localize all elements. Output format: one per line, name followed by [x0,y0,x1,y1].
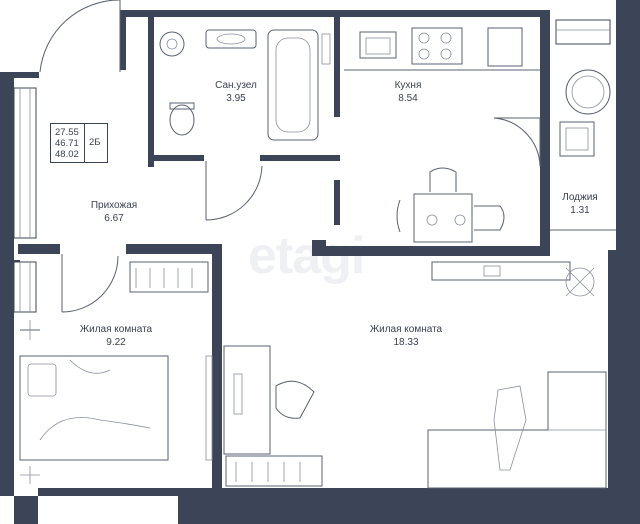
room-label-hallway: Прихожая 6.67 [72,199,156,225]
bathroom-fixtures [159,29,331,141]
room-label-kitchen: Кухня 8.54 [368,79,448,105]
summary-divider [84,124,85,162]
wall-bath-bottom-a [148,155,204,161]
full-area-total: 48.02 [55,149,79,160]
wall-bath-bottom-b [260,155,340,161]
wall-top-left [14,72,39,78]
wall-left-outer [0,72,14,496]
wall-top [120,10,550,17]
room-area: 8.54 [398,93,418,104]
room-name: Жилая комната [369,324,443,335]
room-area: 9.22 [106,337,126,348]
room-area: 6.67 [104,213,124,224]
doors [39,0,541,313]
apartment-type: 2Б [89,137,101,148]
wall-bottom-bedroom [38,488,178,496]
wall-kitchen-left-low [334,180,340,225]
wall-bath-left [148,17,154,167]
wall-right-living [608,250,640,488]
room-name: Сан.узел [215,80,257,91]
wall-bottom-right [178,488,640,524]
room-area: 3.95 [226,93,246,104]
wall-bottom-left [14,496,38,524]
area-values: 27.55 46.71 48.02 [55,127,79,160]
room-label-living: Жилая комната 18.33 [352,323,460,349]
wall-kitchen-living [326,246,540,256]
wall-bath-kitchen [334,17,340,117]
bedroom-fixtures [19,320,213,484]
wall-hall-bedroom-b [126,244,222,254]
wall-kitchen-loggia [540,10,550,256]
room-name: Лоджия [562,192,598,203]
living-area-total: 27.55 [55,127,79,138]
living-fixtures [223,261,607,489]
kitchen-fixtures [344,27,540,243]
room-area: 1.31 [570,205,590,216]
wall-stub [312,240,326,256]
room-label-bathroom: Сан.узел 3.95 [196,79,276,105]
room-label-loggia: Лоджия 1.31 [547,191,613,217]
room-name: Кухня [394,80,422,91]
hallway-fixtures [129,261,209,293]
apartment-summary: 27.55 46.71 48.02 2Б [50,123,108,163]
room-name: Прихожая [90,200,138,211]
room-label-bedroom: Жилая комната 9.22 [62,323,170,349]
wall-bath-left-top [120,10,126,70]
wall-right-loggia [616,0,640,250]
wall-bedroom-living [212,244,222,488]
windows [13,19,611,313]
wall-hall-bedroom-a [18,244,60,254]
room-area: 18.33 [393,337,419,348]
loggia-fixtures [550,69,616,231]
usable-area-total: 46.71 [55,138,79,149]
room-name: Жилая комната [79,324,153,335]
